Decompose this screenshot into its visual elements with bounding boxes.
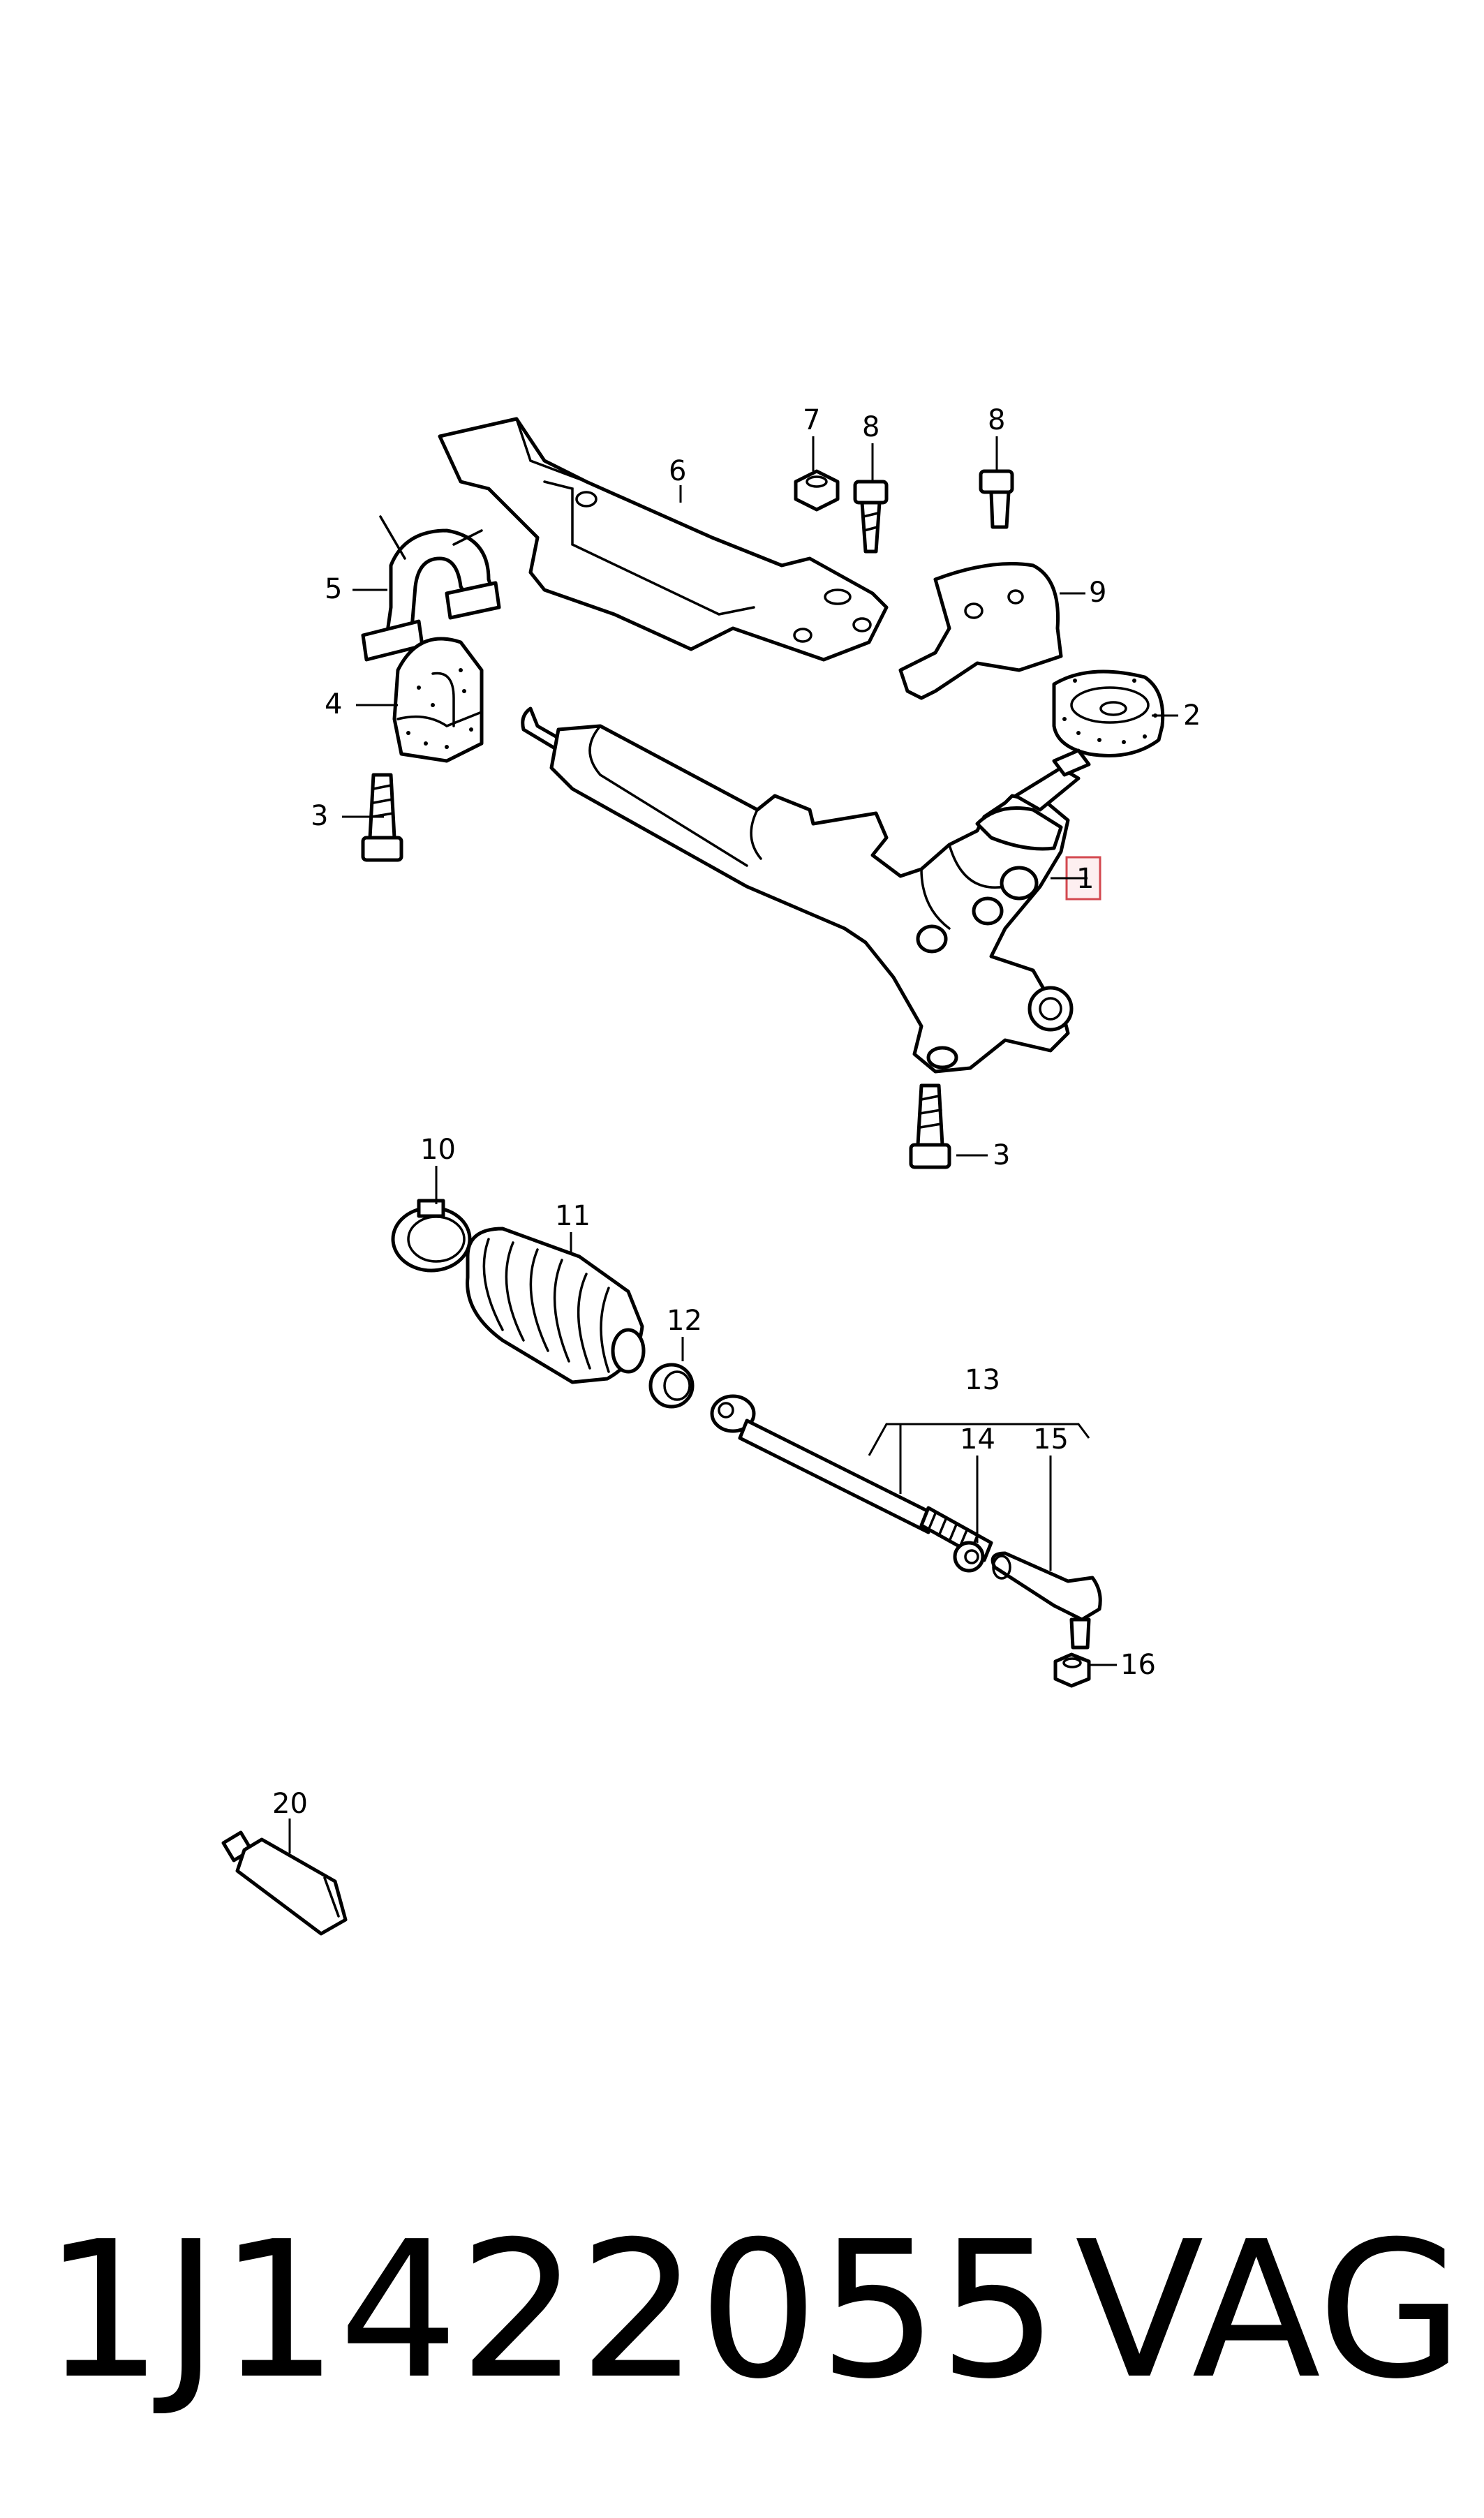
callout-8-left[interactable]: 8 [862, 411, 880, 443]
callout-11[interactable]: 11 [555, 1200, 591, 1232]
callout-20[interactable]: 20 [272, 1788, 308, 1820]
bracket-part-6 [438, 417, 889, 662]
callout-9[interactable]: 9 [1089, 577, 1106, 609]
callout-10[interactable]: 10 [420, 1134, 456, 1166]
callout-1[interactable]: 1 [1076, 863, 1094, 895]
tie-rod-part-13 [710, 1394, 993, 1562]
brand-label: VAG [1075, 2200, 1464, 2420]
tie-rod-end-part-15 [990, 1551, 1102, 1650]
clamp-ring-part-10 [391, 1199, 472, 1273]
callout-labels: 1 2 3 3 4 5 6 7 8 8 9 10 11 12 13 14 15 … [272, 404, 1201, 1820]
callout-15[interactable]: 15 [1033, 1423, 1069, 1456]
callout-4[interactable]: 4 [325, 688, 342, 720]
callout-14[interactable]: 14 [960, 1423, 995, 1456]
grease-tube-part-20 [221, 1830, 348, 1936]
callout-12[interactable]: 12 [667, 1305, 702, 1337]
clamp-part-5 [361, 515, 501, 662]
callout-6[interactable]: 6 [669, 455, 686, 487]
part-number: 1J1422055 [43, 2200, 1058, 2420]
callout-8-right[interactable]: 8 [988, 404, 1005, 436]
callout-7[interactable]: 7 [803, 404, 820, 436]
callout-2[interactable]: 2 [1183, 699, 1201, 732]
footer: 1J1422055 VAG [0, 2206, 1484, 2415]
nut-part-7 [794, 469, 840, 512]
bolt-part-3-lower [909, 1083, 951, 1169]
clamp-part-12 [648, 1363, 695, 1409]
boot-part-11 [466, 1227, 646, 1384]
bolt-part-8-right [979, 469, 1014, 529]
leader-lines [288, 436, 1178, 1853]
bolt-part-8-left [853, 480, 889, 554]
callout-16[interactable]: 16 [1120, 1649, 1156, 1681]
callout-5[interactable]: 5 [325, 573, 342, 605]
nut-part-16 [1053, 1652, 1091, 1688]
callout-3-lower[interactable]: 3 [993, 1139, 1010, 1171]
bush-part-4 [392, 637, 484, 763]
nut-part-14 [953, 1541, 985, 1573]
pad-part-2 [1052, 669, 1165, 757]
callout-13[interactable]: 13 [965, 1364, 1000, 1396]
callout-3-upper[interactable]: 3 [311, 800, 328, 832]
steering-rack-part-1 [521, 706, 1091, 1074]
cover-part-9 [898, 562, 1063, 700]
